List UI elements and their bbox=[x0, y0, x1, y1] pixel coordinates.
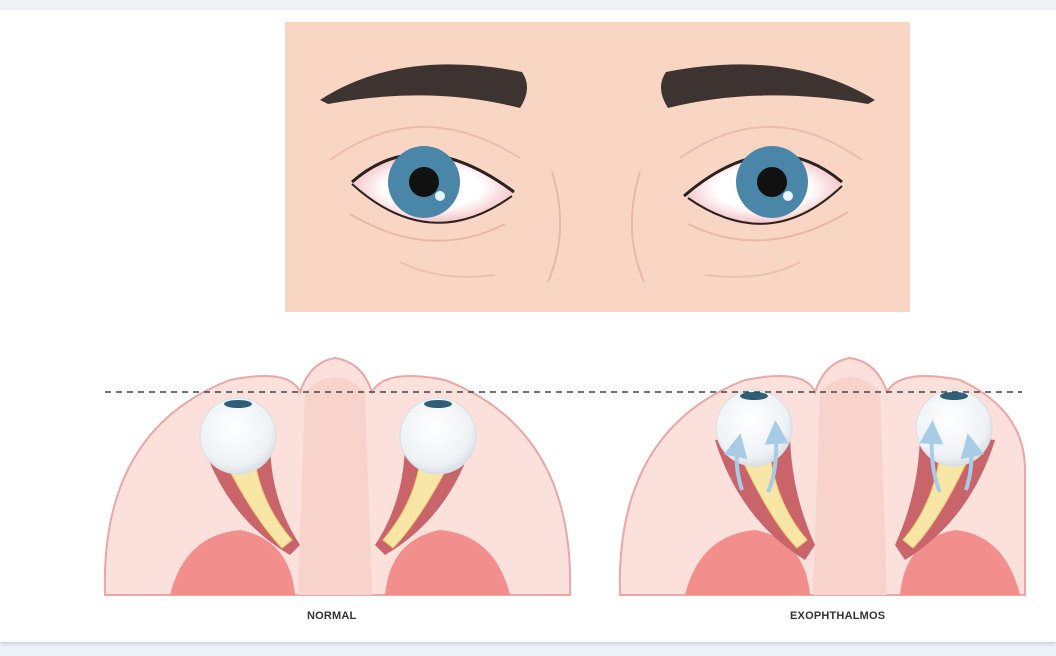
eye-right-highlight bbox=[783, 191, 793, 201]
eye-right-pupil bbox=[757, 167, 787, 197]
exo-eyeball-left bbox=[716, 390, 792, 466]
normal-cornea-right bbox=[424, 400, 452, 408]
eye-left-highlight bbox=[435, 191, 445, 201]
normal-label: NORMAL bbox=[307, 610, 356, 622]
normal-eyeball-left bbox=[200, 398, 276, 474]
normal-septum bbox=[298, 377, 372, 595]
exo-cornea-left bbox=[740, 392, 768, 400]
exophthalmos-orbit-section bbox=[620, 358, 1025, 595]
exo-eyeball-right bbox=[916, 390, 992, 466]
exophthalmos-label: EXOPHTHALMOS bbox=[790, 610, 885, 622]
normal-orbit-section bbox=[105, 358, 570, 595]
exo-cornea-right bbox=[940, 392, 968, 400]
normal-eyeball-right bbox=[400, 398, 476, 474]
exo-septum bbox=[813, 377, 887, 595]
normal-cornea-left bbox=[224, 400, 252, 408]
face-closeup bbox=[285, 22, 910, 312]
eye-left-pupil bbox=[409, 167, 439, 197]
